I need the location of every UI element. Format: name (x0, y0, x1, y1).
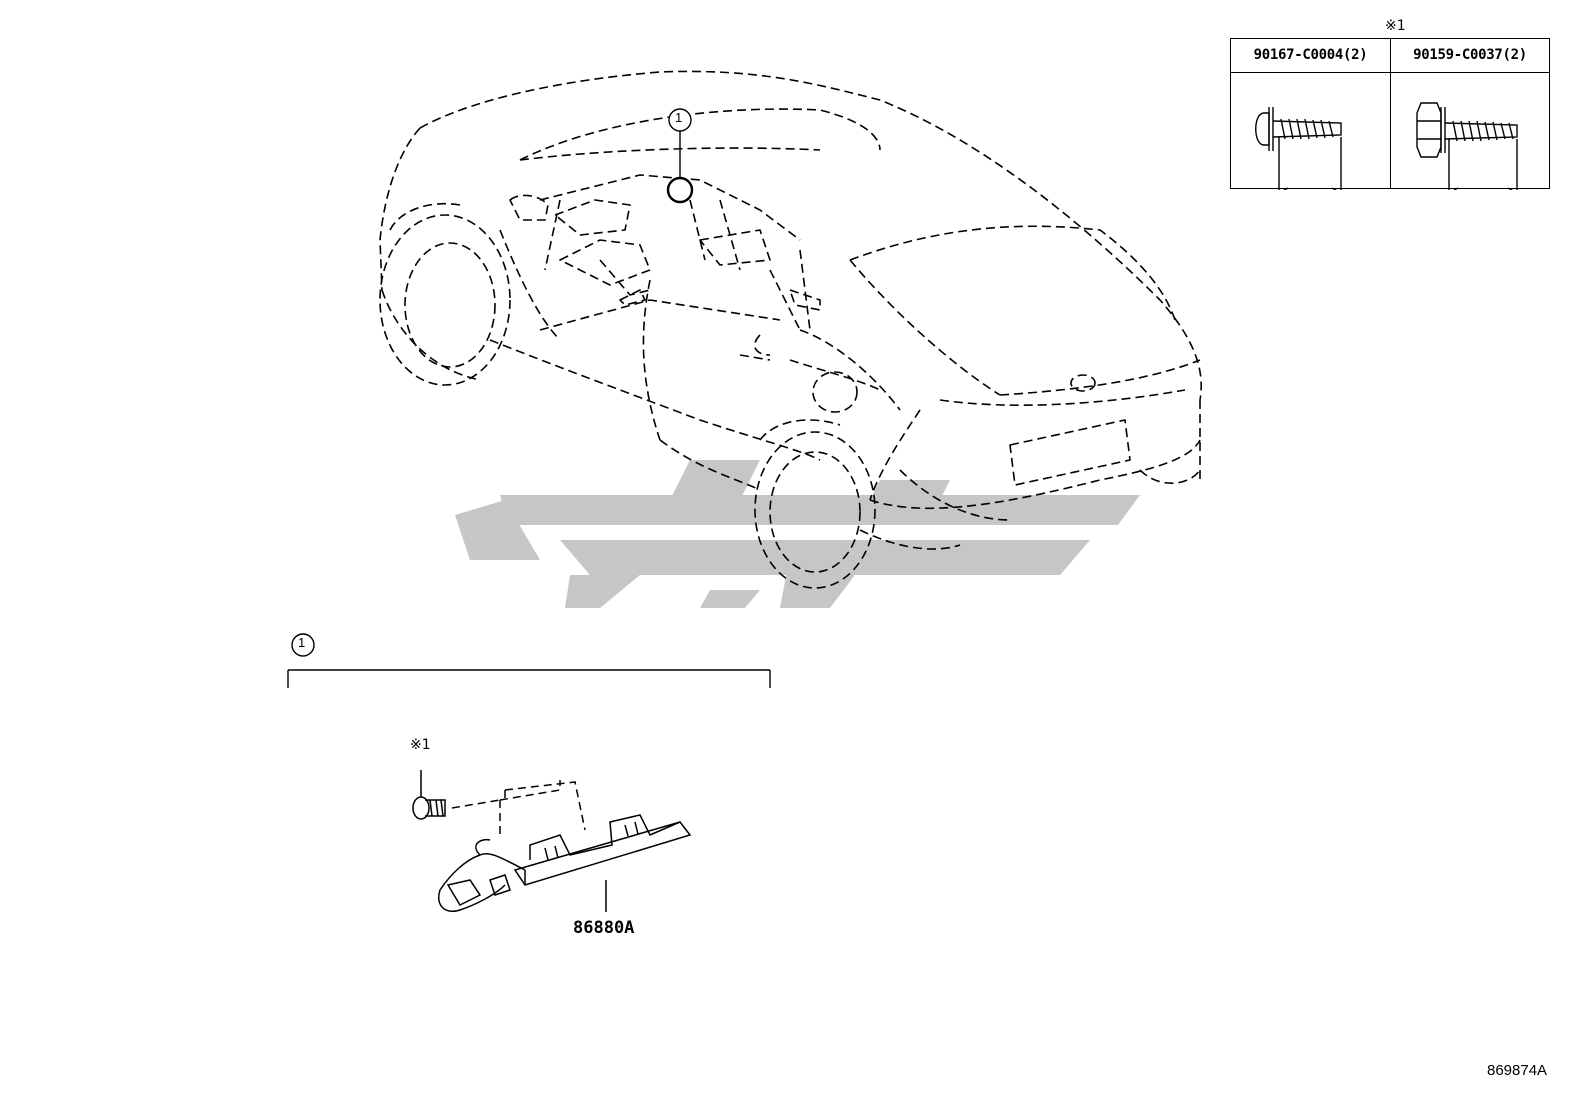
fastener-part-number: 90159-C0037(2) (1391, 39, 1549, 73)
illustration-number: 869874A (1487, 1062, 1548, 1079)
fastener-table: 90167-C0004(2) 14 90159-C0037(2) (1230, 38, 1550, 190)
assembly-bracket (287, 633, 771, 688)
fastener-cell-1: 90167-C0004(2) 14 (1231, 39, 1391, 190)
hex-bolt-icon: 15 (1416, 102, 1518, 190)
part-label: 86880A (573, 918, 635, 938)
vehicle-outline (379, 70, 1202, 589)
vehicle-callout (666, 108, 694, 204)
fastener-cell-2: 90159-C0037(2) 15 (1391, 39, 1549, 190)
vehicle-callout-number: 1 (675, 110, 683, 125)
fastener-part-number: 90167-C0004(2) (1231, 39, 1390, 73)
screw-reference-mark: ※1 (410, 737, 431, 753)
lamp-assembly (412, 770, 692, 912)
flange-screw-icon: 14 (1255, 107, 1342, 190)
bracket-callout-number: 1 (298, 635, 306, 650)
watermark-logo (455, 460, 1140, 608)
table-reference-mark: ※1 (1385, 18, 1406, 34)
